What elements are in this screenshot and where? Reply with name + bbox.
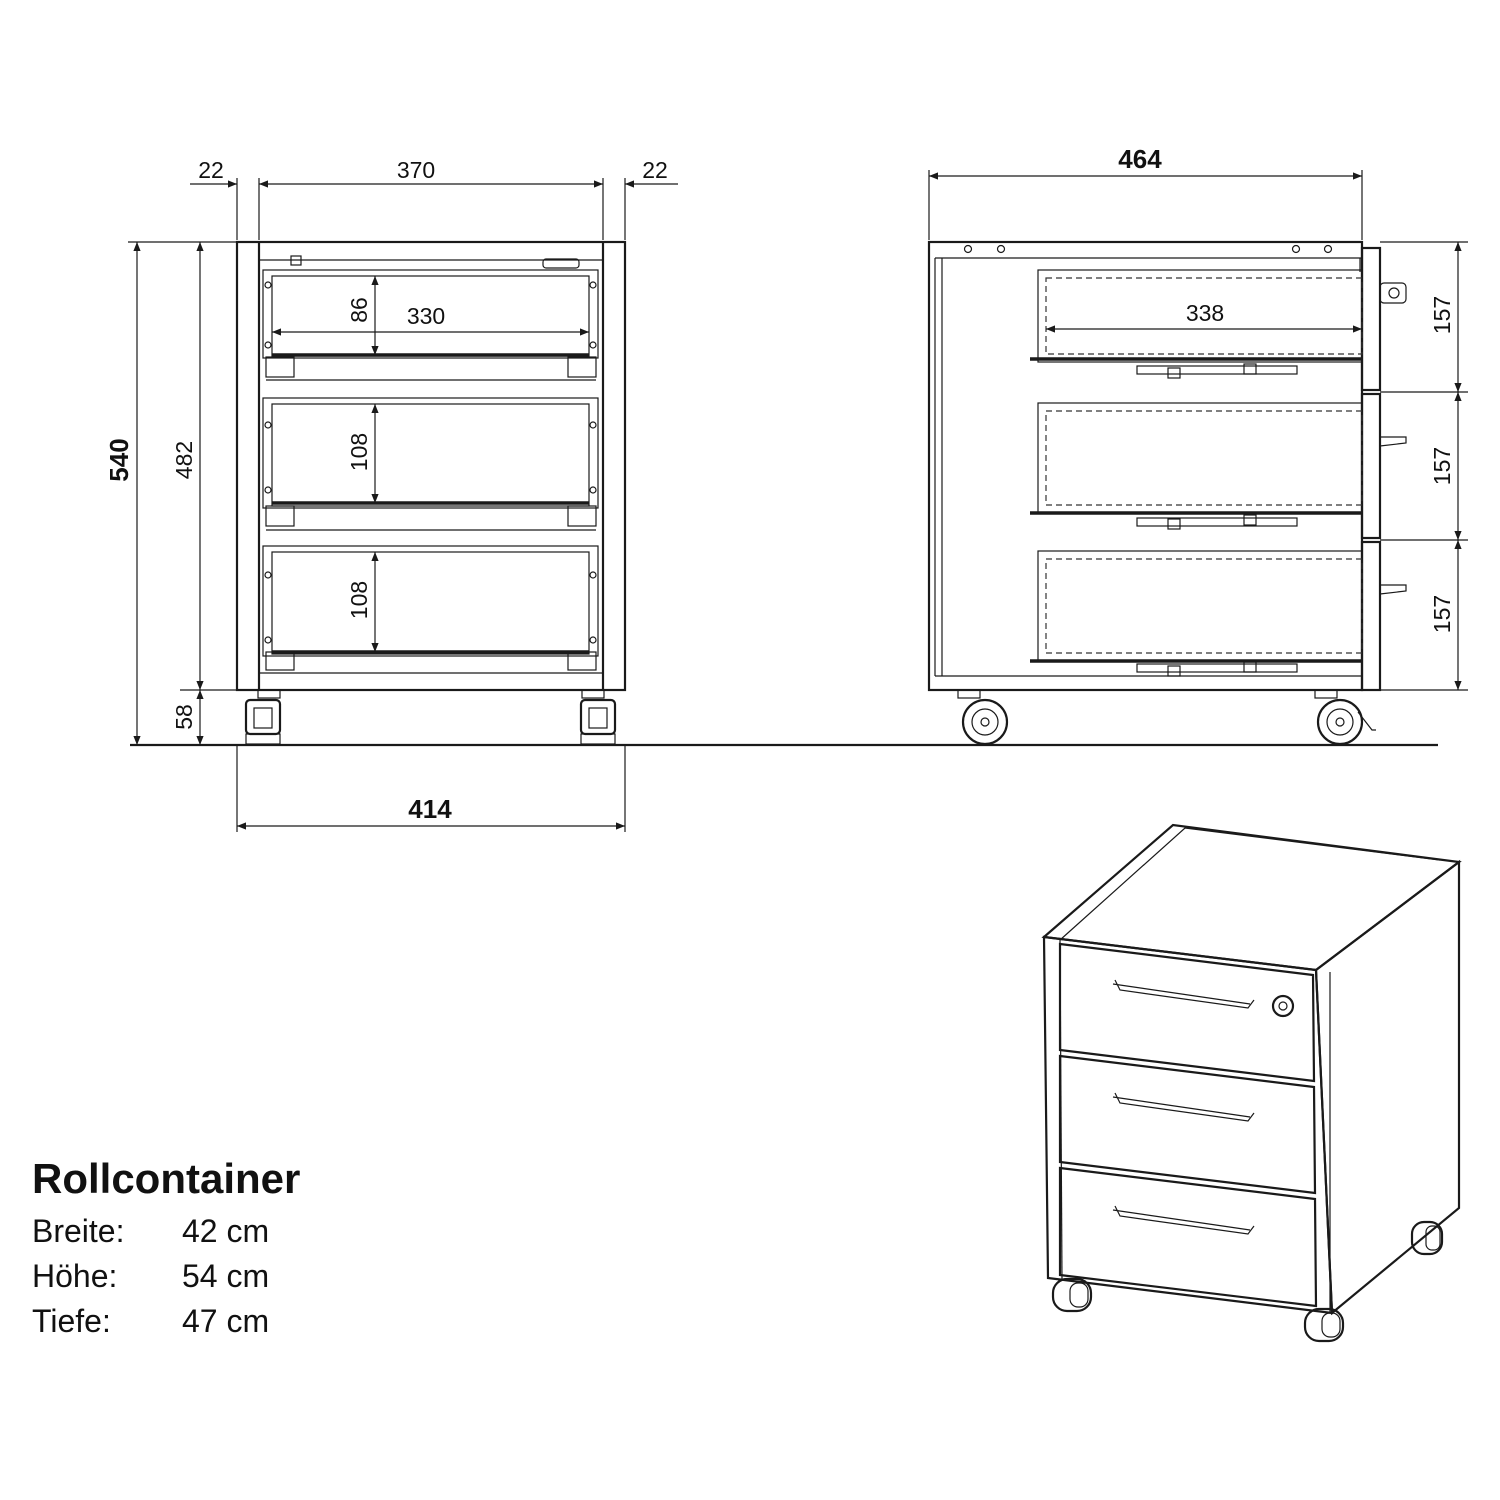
iso-drawer-1 [1058, 942, 1316, 1083]
spec-value: 54 cm [182, 1258, 270, 1294]
front-drawer-2 [262, 397, 599, 531]
spec-row-height: Höhe: 54 cm [32, 1254, 300, 1299]
spec-label: Tiefe: [32, 1303, 111, 1339]
dim-total-height: 540 [104, 438, 134, 481]
product-title: Rollcontainer [32, 1155, 301, 1202]
spec-label: Breite: [32, 1213, 125, 1249]
dim-total-width: 414 [408, 794, 452, 824]
side-view: 464 338 [927, 144, 1468, 746]
dim-caster-height: 58 [171, 704, 197, 730]
dim-drawer3-height: 108 [346, 581, 372, 619]
side-drawer-1 [1030, 258, 1363, 379]
dim-side-right: 22 [642, 157, 668, 183]
front-caster-left [244, 689, 282, 745]
side-carcass [927, 240, 1364, 692]
side-caster-front [1314, 689, 1376, 746]
dim-drawer2-height: 108 [346, 433, 372, 471]
dim-front2-height: 157 [1429, 447, 1455, 485]
iso-front-frame [1042, 935, 1334, 1315]
side-front-3 [1360, 540, 1382, 692]
front-drawer-1 [262, 269, 599, 381]
iso-drawer-3 [1058, 1166, 1318, 1308]
iso-drawer-2 [1058, 1054, 1317, 1195]
side-front-2 [1360, 392, 1382, 540]
spec-row-depth: Tiefe: 47 cm [32, 1299, 300, 1344]
iso-handle-1 [1112, 979, 1255, 1009]
dim-drawer1-height: 86 [346, 297, 372, 323]
side-drawer-2 [1030, 402, 1363, 530]
spec-row-width: Breite: 42 cm [32, 1209, 300, 1254]
dim-inner-width: 370 [397, 157, 435, 183]
spec-label: Höhe: [32, 1258, 118, 1294]
spec-value: 42 cm [182, 1213, 270, 1249]
lock-icon [1271, 994, 1295, 1018]
dim-drawer-depth: 338 [1186, 300, 1224, 326]
front-view: 22 370 22 540 482 58 [104, 157, 678, 832]
isometric-view [1041, 823, 1462, 1343]
iso-top [1041, 823, 1462, 972]
iso-handle-3 [1112, 1205, 1255, 1235]
dim-side-left: 22 [198, 157, 224, 183]
dim-drawer-inner-width: 330 [407, 303, 445, 329]
dim-front3-height: 157 [1429, 595, 1455, 633]
iso-caster-rear-right [1410, 1220, 1444, 1256]
side-caster-rear [957, 689, 1009, 746]
dim-body-height: 482 [171, 441, 197, 479]
side-front-1 [1360, 246, 1382, 392]
iso-side [1314, 859, 1461, 1316]
dim-front1-height: 157 [1429, 296, 1455, 334]
spec-value: 47 cm [182, 1303, 270, 1339]
front-caster-right [579, 689, 617, 745]
iso-caster-front-left [1051, 1277, 1093, 1313]
iso-handle-2 [1112, 1092, 1255, 1122]
front-drawer-3 [262, 545, 599, 671]
product-info: Rollcontainer Breite: 42 cm Höhe: 54 cm … [32, 1155, 300, 1344]
dim-total-depth: 464 [1118, 144, 1162, 174]
side-drawer-3 [1030, 550, 1363, 677]
front-carcass [235, 240, 627, 692]
iso-caster-front-right [1303, 1307, 1345, 1343]
